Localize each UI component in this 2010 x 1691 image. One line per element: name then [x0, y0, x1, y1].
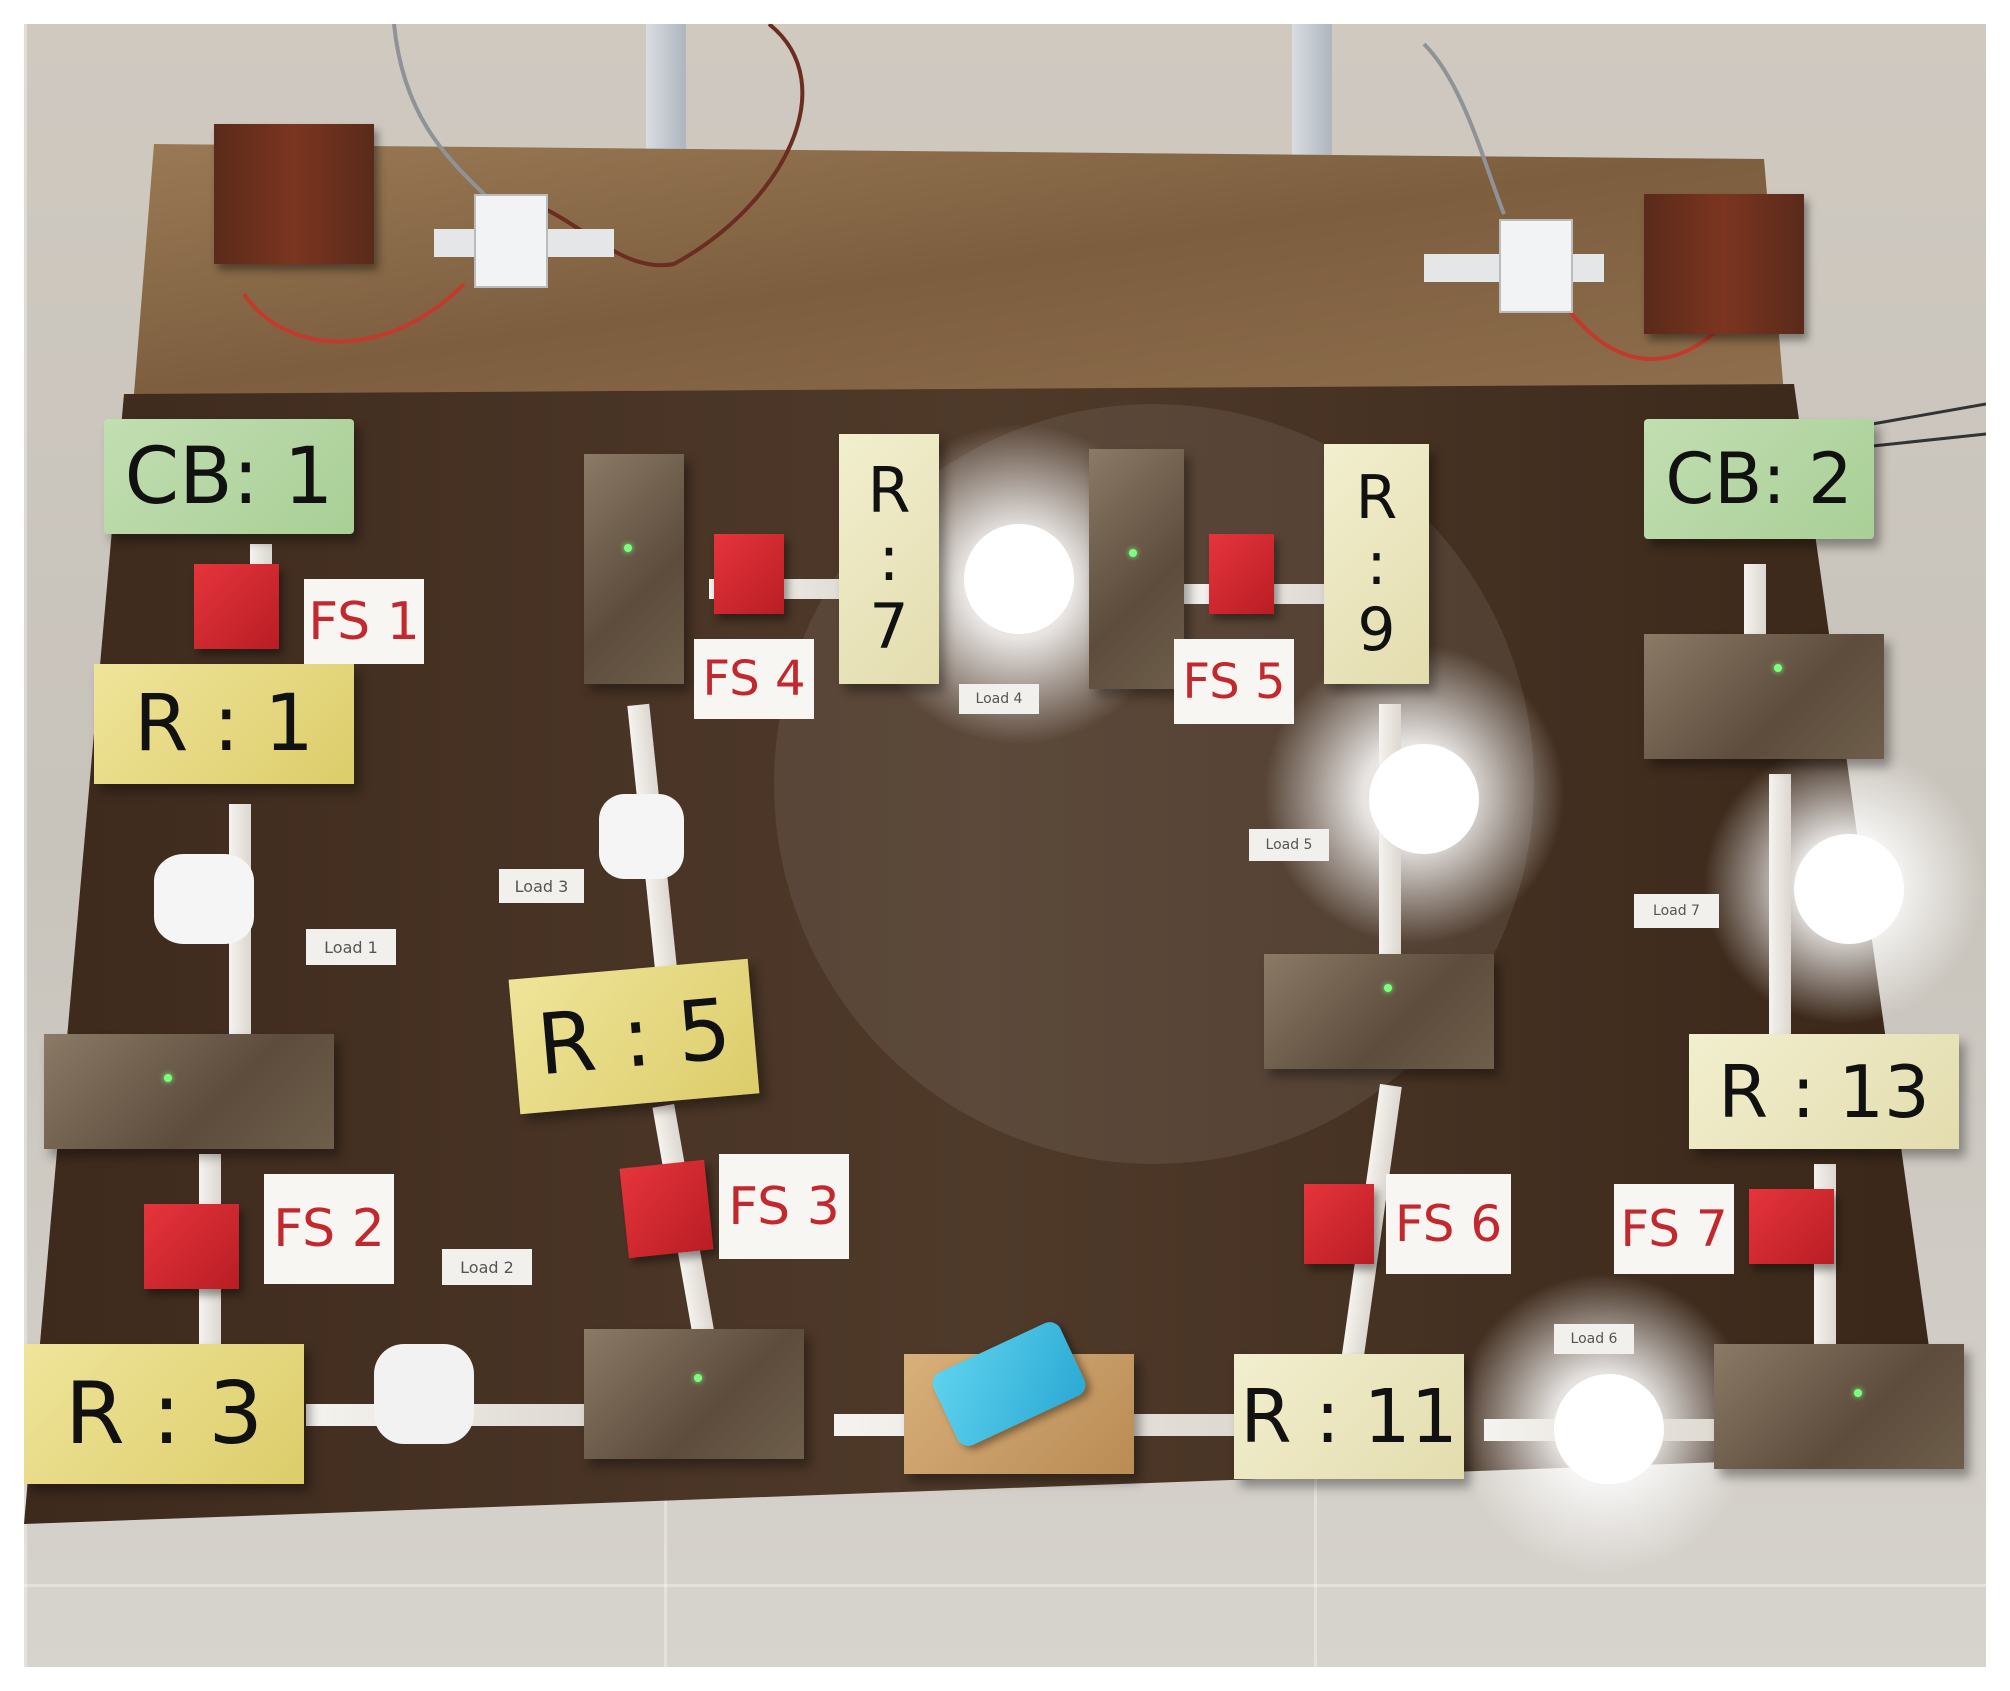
fs1-label: FS 1 — [304, 579, 424, 664]
load1-label: Load 1 — [306, 929, 396, 965]
fault-switch-fs2-box — [144, 1204, 239, 1289]
wall-tile-line — [24, 1584, 1986, 1587]
testbed-photo: CB: 1 CB: 2 R : 1 R : 3 R : 5 R : 7 R : … — [24, 24, 1986, 1667]
status-led — [1774, 664, 1782, 672]
fs6-label: FS 6 — [1386, 1174, 1511, 1274]
r1-label: R : 1 — [134, 679, 314, 769]
status-led — [624, 544, 632, 552]
r3-label: R : 3 — [64, 1364, 264, 1464]
wooden-block — [1089, 449, 1184, 689]
wall-tile-line — [24, 24, 27, 1667]
relay-r1: R : 1 — [94, 664, 354, 784]
load5-label: Load 5 — [1249, 829, 1329, 861]
load-bulb-2 — [374, 1344, 474, 1444]
status-led — [1384, 984, 1392, 992]
load6-label: Load 6 — [1554, 1324, 1634, 1354]
fs2-label: FS 2 — [264, 1174, 394, 1284]
load-bulb-7 — [1794, 834, 1904, 944]
wire — [392, 24, 496, 206]
conduit — [1744, 564, 1766, 654]
fault-switch-fs6-box — [1304, 1184, 1374, 1264]
wooden-block — [1264, 954, 1494, 1069]
relay-r7: R : 7 — [839, 434, 939, 684]
fs5-label: FS 5 — [1174, 639, 1294, 724]
fs4-label: FS 4 — [694, 639, 814, 719]
load-bulb-6 — [1554, 1374, 1664, 1484]
relay-r3: R : 3 — [24, 1344, 304, 1484]
load2-label: Load 2 — [442, 1249, 532, 1285]
cb2-label: CB: 2 — [1665, 438, 1853, 520]
load-bulb-5 — [1369, 744, 1479, 854]
status-led — [694, 1374, 702, 1382]
relay-r11: R : 11 — [1234, 1354, 1464, 1479]
fault-switch-fs3-box — [619, 1159, 714, 1259]
cb1-label: CB: 1 — [124, 431, 334, 522]
wooden-block — [1714, 1344, 1964, 1469]
load-bulb-4 — [964, 524, 1074, 634]
status-led — [164, 1074, 172, 1082]
fault-switch-fs5-box — [1209, 534, 1274, 614]
mcb-left — [474, 194, 548, 288]
r11-label: R : 11 — [1240, 1373, 1458, 1460]
status-led — [1854, 1389, 1862, 1397]
load7-label: Load 7 — [1634, 894, 1719, 928]
fault-switch-fs7-box — [1749, 1189, 1834, 1264]
transformer-right — [1644, 194, 1804, 334]
wooden-block — [584, 1329, 804, 1459]
transformer-left — [214, 124, 374, 264]
load3-label: Load 3 — [499, 869, 584, 903]
r9-label: R : 9 — [1355, 463, 1398, 665]
fs7-label: FS 7 — [1614, 1184, 1734, 1274]
wooden-block — [1644, 634, 1884, 759]
relay-r9: R : 9 — [1324, 444, 1429, 684]
r13-label: R : 13 — [1718, 1049, 1930, 1134]
wire — [242, 282, 466, 344]
conduit — [1769, 774, 1791, 1064]
status-led — [1129, 549, 1137, 557]
fs3-label: FS 3 — [719, 1154, 849, 1259]
fault-switch-fs1-box — [194, 564, 279, 649]
r7-label: R : 7 — [867, 453, 911, 664]
wire — [1562, 302, 1726, 361]
wooden-block — [584, 454, 684, 684]
fault-switch-fs4-box — [714, 534, 784, 614]
relay-r5: R : 5 — [508, 958, 760, 1115]
load4-label: Load 4 — [959, 684, 1039, 714]
circuit-breaker-cb2: CB: 2 — [1644, 419, 1874, 539]
load-bulb-3 — [599, 794, 684, 879]
mcb-right — [1499, 219, 1573, 313]
circuit-breaker-cb1: CB: 1 — [104, 419, 354, 534]
r5-label: R : 5 — [533, 979, 735, 1094]
relay-r13: R : 13 — [1689, 1034, 1959, 1149]
load-bulb-1 — [154, 854, 254, 944]
wooden-block — [44, 1034, 334, 1149]
wire — [1422, 42, 1506, 215]
